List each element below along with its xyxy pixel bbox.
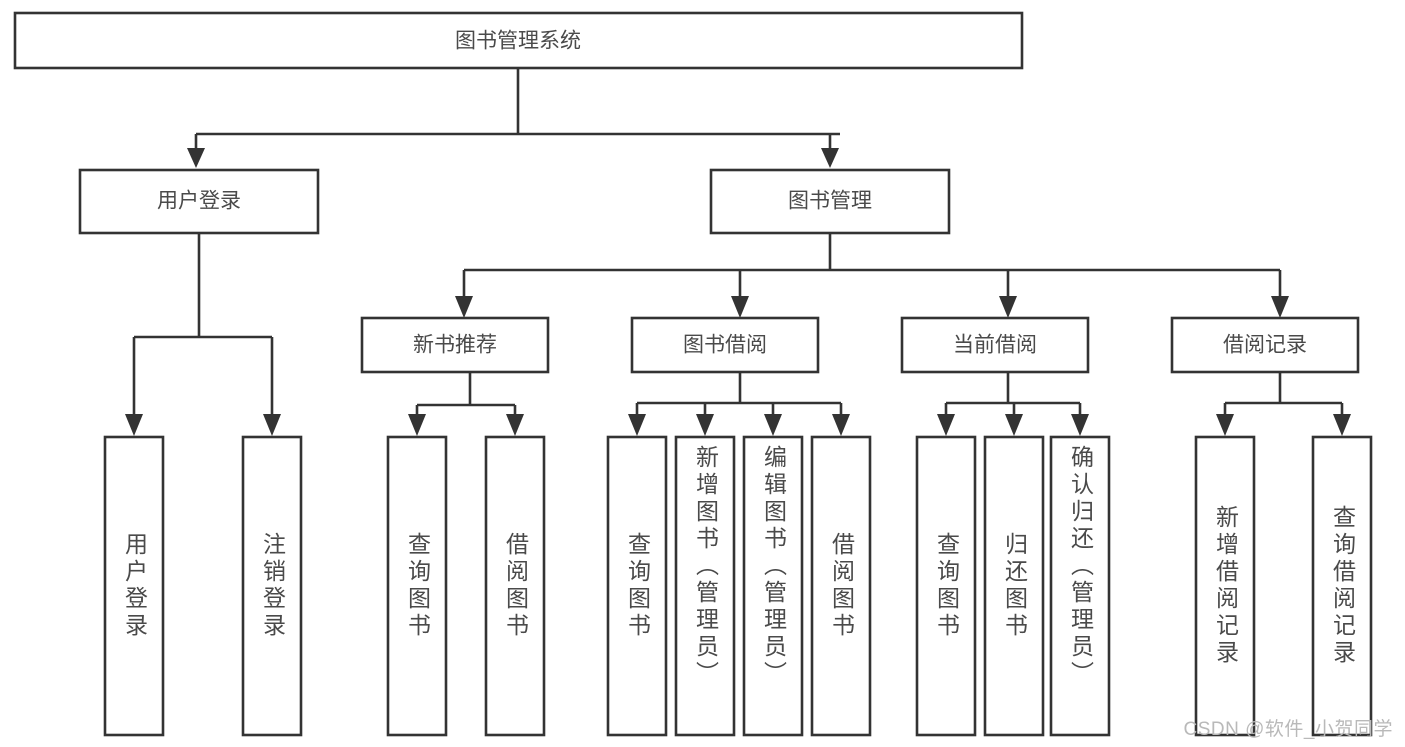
- connector-bookmgmt-to-level3: [455, 233, 1289, 318]
- leaf-box-add-book-admin[interactable]: [674, 435, 736, 737]
- leaf-box-edit-book-admin[interactable]: [742, 435, 804, 737]
- node-book-borrow[interactable]: 图书借阅: [630, 316, 820, 374]
- connector-bookborrow-to-leaves: [628, 372, 850, 436]
- node-new-book-recommend-label: 新书推荐: [413, 334, 497, 357]
- node-current-borrow-label: 当前借阅: [953, 334, 1037, 357]
- node-book-management[interactable]: 图书管理: [709, 168, 951, 235]
- leaf-box-borrow-book-2[interactable]: [810, 435, 872, 737]
- watermark-text: CSDN @软件_小贺同学: [1183, 719, 1393, 740]
- leaf-box-query-borrow-record[interactable]: [1311, 435, 1373, 737]
- connector-userlogin-to-leaves: [125, 233, 281, 436]
- node-borrow-record-label: 借阅记录: [1223, 334, 1307, 357]
- connector-currentborrow-to-leaves: [937, 372, 1089, 436]
- leaf-box-query-book-1[interactable]: [386, 435, 448, 737]
- node-book-borrow-label: 图书借阅: [683, 334, 767, 357]
- leaf-box-return-book[interactable]: [983, 435, 1045, 737]
- node-root-label: 图书管理系统: [455, 30, 581, 53]
- node-new-book-recommend[interactable]: 新书推荐: [360, 316, 550, 374]
- node-current-borrow[interactable]: 当前借阅: [900, 316, 1090, 374]
- node-borrow-record[interactable]: 借阅记录: [1170, 316, 1360, 374]
- node-root-system[interactable]: 图书管理系统: [13, 11, 1024, 70]
- leaf-boxes: [103, 435, 1373, 737]
- leaf-box-user-login[interactable]: [103, 435, 165, 737]
- leaf-box-confirm-return[interactable]: [1049, 435, 1111, 737]
- leaf-box-query-book-2[interactable]: [606, 435, 668, 737]
- leaf-box-query-book-3[interactable]: [915, 435, 977, 737]
- connector-root-to-level2: [187, 68, 840, 168]
- leaf-box-borrow-book-1[interactable]: [484, 435, 546, 737]
- leaf-box-logout-login[interactable]: [241, 435, 303, 737]
- connector-newbook-to-leaves: [408, 372, 524, 436]
- node-book-management-label: 图书管理: [788, 190, 872, 213]
- node-user-login-label: 用户登录: [157, 190, 241, 213]
- node-user-login[interactable]: 用户登录: [78, 168, 320, 235]
- connector-borrowrecord-to-leaves: [1216, 372, 1351, 436]
- leaf-box-add-borrow-record[interactable]: [1194, 435, 1256, 737]
